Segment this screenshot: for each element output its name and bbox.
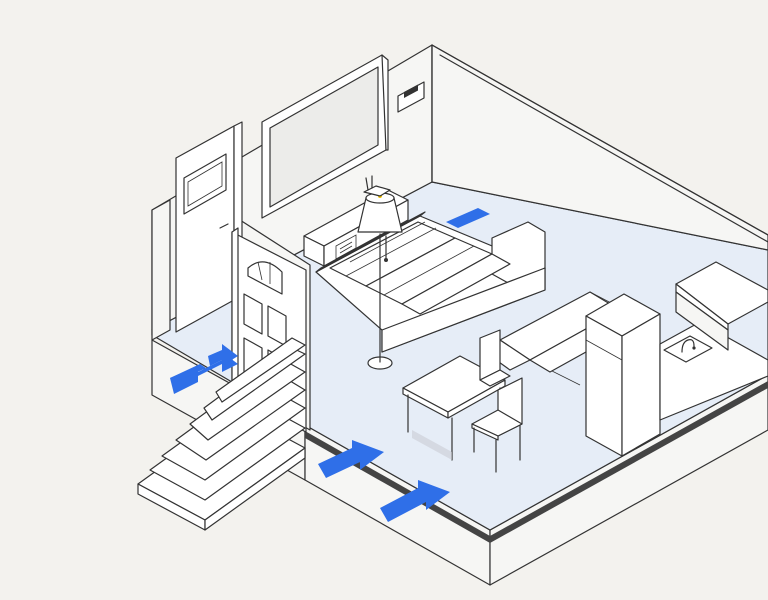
base-band: [490, 381, 768, 543]
chair-icon[interactable]: [471, 329, 523, 473]
kitchen-counter-icon: [659, 261, 768, 421]
direction-arrow-icon: [318, 440, 384, 478]
refrigerator-icon[interactable]: [585, 293, 661, 457]
tv-icon: [261, 54, 389, 219]
sink-icon[interactable]: [663, 335, 713, 363]
direction-arrow-icon: [380, 480, 450, 522]
direction-arrow-icon: [170, 352, 238, 394]
direction-arrow-icon: [208, 344, 238, 366]
thermostat-icon[interactable]: [397, 81, 425, 113]
direction-arrow-icon: [446, 208, 490, 228]
direction-arrows: [170, 208, 490, 522]
stairs-icon[interactable]: [137, 337, 306, 531]
floor-lamp-icon[interactable]: [357, 175, 403, 370]
